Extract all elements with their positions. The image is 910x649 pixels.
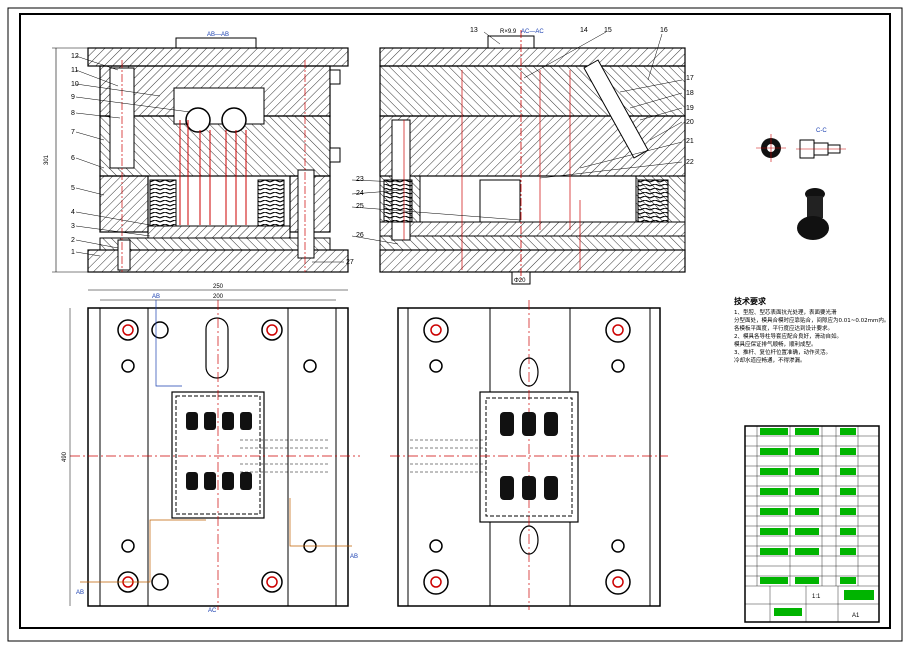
callout-18: 18	[686, 90, 694, 97]
dim-length: 490	[62, 451, 68, 462]
callout-24: 24	[356, 190, 364, 197]
section-title-ab: AB—AB	[207, 32, 229, 38]
callout-21: 21	[686, 138, 694, 145]
callout-13: 13	[470, 27, 478, 34]
section-mark-ab-right: AB	[350, 554, 358, 560]
callout-9: 9	[71, 94, 75, 101]
fixed-half-plan-view	[390, 300, 668, 610]
callout-25: 25	[356, 203, 364, 210]
section-mark-ab-top: AB	[152, 294, 160, 300]
title-block: 1:1 A1	[744, 425, 880, 623]
title-sheet: A1	[852, 613, 860, 619]
callout-7: 7	[71, 129, 75, 136]
section-ac-view: 13 14 15 16 17 18 19 20 21 22 23 24 25 2…	[351, 27, 694, 285]
callout-11: 11	[71, 67, 78, 74]
callout-17: 17	[686, 75, 694, 82]
callout-3: 3	[71, 223, 75, 230]
callout-4: 4	[71, 209, 75, 216]
notes-line: 1、型腔、型芯表面抗光处理，表面要光滑	[734, 310, 837, 316]
notes-line: 冷却水道应畅通，不得渗漏。	[734, 358, 806, 364]
section-ab-view: 301 12 11 10 9 8 7 6 5 4 3 2 1 27 AB—A	[44, 32, 354, 273]
section-title-cc: C-C	[816, 128, 827, 134]
callout-15: 15	[604, 27, 612, 34]
notes-line: 模具应保证排气顺畅，顺利成型。	[734, 342, 817, 348]
moving-half-plan-view: 250 200 490 AB AB AB AC	[62, 284, 360, 614]
notes-line: 分型面处，模具合模时应靠贴合，间隙应为0.01~0.02mm内。	[734, 318, 890, 324]
section-mark-ac: AC	[208, 608, 217, 614]
dim-sprue: R×9.9	[500, 29, 517, 35]
dim-width-outer: 250	[213, 284, 224, 290]
notes-line: 各模板平面度，平行度应达到设计要求。	[734, 326, 834, 332]
callout-26: 26	[356, 232, 364, 239]
title-scale: 1:1	[812, 594, 821, 600]
dim-width-inner: 200	[213, 294, 224, 300]
callout-27: 27	[346, 259, 354, 266]
section-title-ac: AC—AC	[521, 29, 544, 35]
section-mark-ab-left: AB	[76, 590, 84, 596]
notes-line: 3、推杆、复位杆位置准确，动作灵活。	[734, 350, 832, 356]
callout-1: 1	[71, 249, 75, 256]
callout-10: 10	[71, 81, 79, 88]
technical-requirements: 技术要求 1、型腔、型芯表面抗光处理，表面要光滑 分型面处，模具合模时应靠贴合，…	[734, 296, 894, 365]
callout-8: 8	[71, 110, 75, 117]
callout-14: 14	[580, 27, 588, 34]
part-detail-views: C-C	[756, 128, 846, 240]
dim-height: 301	[44, 154, 50, 165]
dim-center: Φ20	[514, 278, 526, 284]
callout-5: 5	[71, 185, 75, 192]
callout-6: 6	[71, 155, 75, 162]
notes-title: 技术要求	[734, 297, 766, 306]
inner-border	[19, 13, 891, 629]
callout-22: 22	[686, 159, 694, 166]
notes-line: 2、模具各导柱导套应配合良好，滑动自如。	[734, 334, 843, 340]
callout-20: 20	[686, 119, 694, 126]
callout-23: 23	[356, 176, 364, 183]
callout-19: 19	[686, 105, 694, 112]
callout-2: 2	[71, 237, 75, 244]
callout-12: 12	[71, 53, 79, 60]
outer-border	[7, 7, 903, 642]
callout-16: 16	[660, 27, 668, 34]
